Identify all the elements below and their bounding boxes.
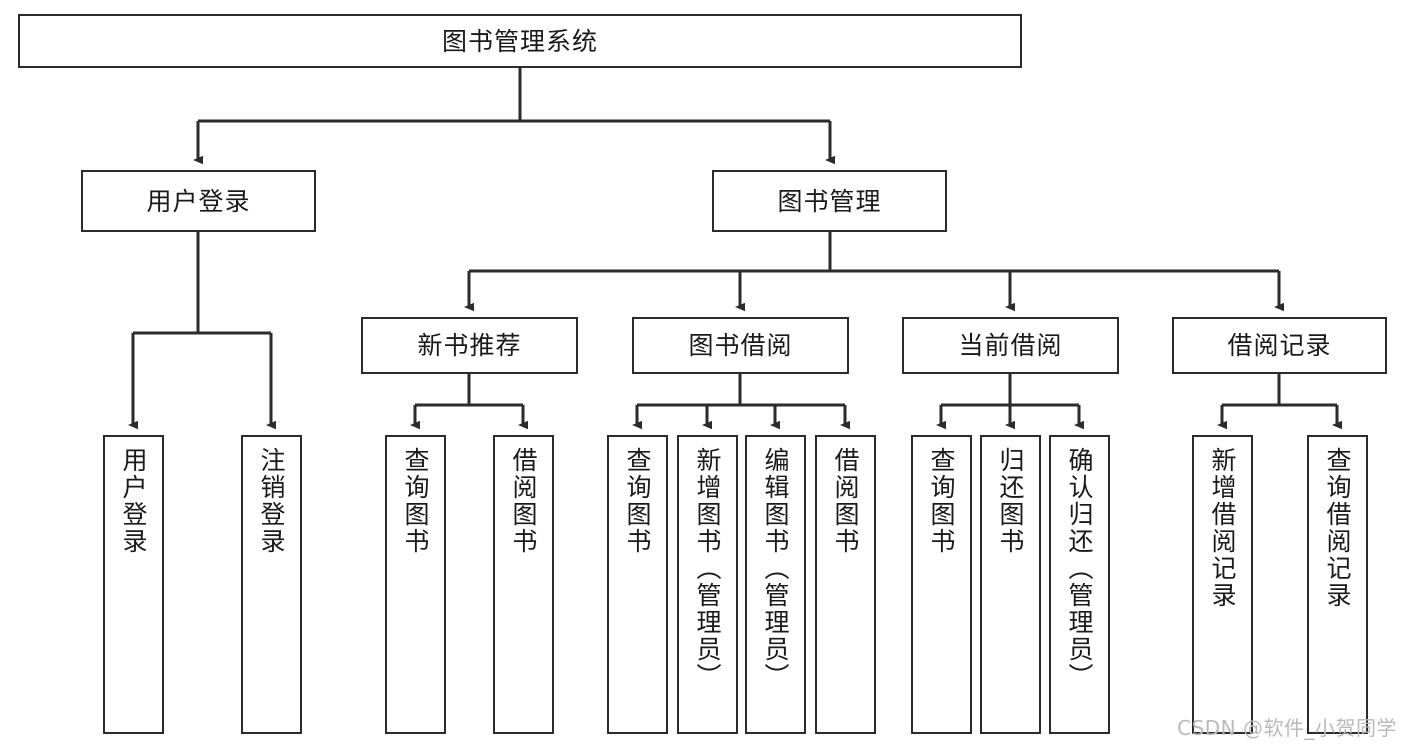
node-label: 用户登录 — [146, 186, 251, 216]
leaf-borrow-edit-book-admin[interactable]: 编辑图书（管理员） — [745, 435, 806, 734]
node-label: 新增借阅记录 — [1208, 447, 1237, 609]
leaf-user-login[interactable]: 用户登录 — [103, 435, 164, 734]
node-root-system[interactable]: 图书管理系统 — [18, 14, 1022, 68]
node-book-borrow[interactable]: 图书借阅 — [632, 317, 849, 374]
node-label: 编辑图书（管理员） — [761, 447, 790, 690]
node-user-login[interactable]: 用户登录 — [81, 170, 316, 232]
node-label: 新书推荐 — [417, 331, 522, 360]
leaf-record-add-record[interactable]: 新增借阅记录 — [1192, 435, 1253, 734]
node-label: 当前借阅 — [958, 331, 1063, 360]
leaf-recommend-query-book[interactable]: 查询图书 — [385, 435, 446, 734]
node-book-management[interactable]: 图书管理 — [712, 170, 947, 232]
leaf-record-query-record[interactable]: 查询借阅记录 — [1307, 435, 1368, 734]
leaf-borrow-borrow-book[interactable]: 借阅图书 — [815, 435, 876, 734]
leaf-user-logout[interactable]: 注销登录 — [241, 435, 302, 734]
node-new-book-recommend[interactable]: 新书推荐 — [361, 317, 578, 374]
node-current-borrow[interactable]: 当前借阅 — [902, 317, 1119, 374]
node-label: 注销登录 — [257, 447, 286, 555]
csdn-watermark: CSDN @软件_小贺同学 — [1177, 716, 1397, 740]
node-label: 图书借阅 — [688, 331, 793, 360]
node-label: 借阅记录 — [1227, 331, 1332, 360]
leaf-current-return-book[interactable]: 归还图书 — [980, 435, 1041, 734]
leaf-current-confirm-return-admin[interactable]: 确认归还（管理员） — [1049, 435, 1110, 734]
node-label: 查询图书 — [401, 447, 430, 555]
node-borrow-record[interactable]: 借阅记录 — [1172, 317, 1387, 374]
leaf-borrow-add-book-admin[interactable]: 新增图书（管理员） — [677, 435, 738, 734]
node-label: 查询借阅记录 — [1323, 447, 1352, 609]
node-label: 归还图书 — [996, 447, 1025, 555]
node-label: 查询图书 — [927, 447, 956, 555]
leaf-borrow-query-book[interactable]: 查询图书 — [607, 435, 668, 734]
node-label: 查询图书 — [623, 447, 652, 555]
node-label: 借阅图书 — [509, 447, 538, 555]
node-label: 图书管理 — [777, 186, 882, 216]
leaf-recommend-borrow-book[interactable]: 借阅图书 — [493, 435, 554, 734]
node-label: 图书管理系统 — [441, 26, 598, 56]
node-label: 借阅图书 — [831, 447, 860, 555]
node-label: 确认归还（管理员） — [1065, 447, 1094, 690]
leaf-current-query-book[interactable]: 查询图书 — [911, 435, 972, 734]
node-label: 新增图书（管理员） — [693, 447, 722, 690]
node-label: 用户登录 — [119, 447, 148, 555]
